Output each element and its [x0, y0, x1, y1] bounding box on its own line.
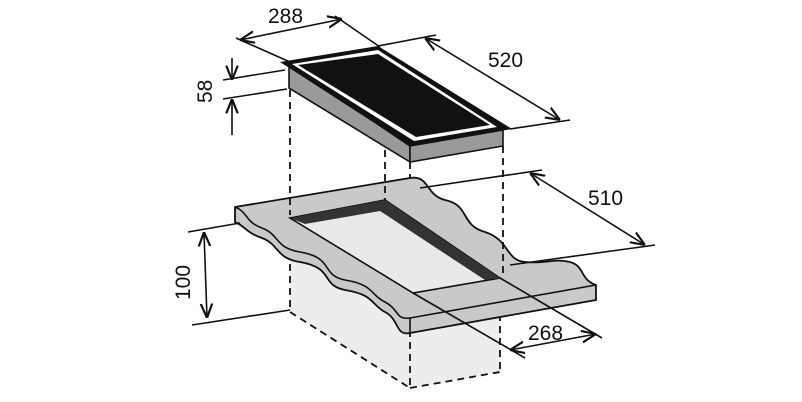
dimension-268: 268 [412, 277, 603, 359]
label-hob-depth: 520 [488, 49, 523, 72]
dimension-100: 100 [172, 222, 291, 326]
label-hob-width: 288 [268, 5, 303, 28]
label-cutout-depth: 510 [588, 187, 623, 210]
label-countertop-thickness: 100 [172, 265, 195, 300]
label-hob-height: 58 [194, 80, 217, 103]
dimension-58: 58 [194, 58, 288, 135]
dimension-288: 288 [235, 5, 381, 63]
dimension-520: 520 [377, 34, 571, 130]
dimension-510: 510 [419, 169, 656, 266]
hob [280, 46, 512, 164]
label-cutout-width: 268 [528, 322, 563, 345]
projection-lines [289, 90, 504, 278]
